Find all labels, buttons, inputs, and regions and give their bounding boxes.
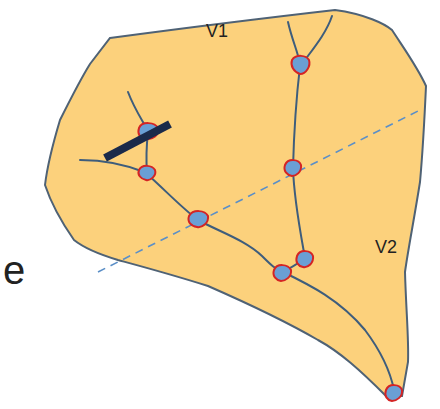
organ-outline xyxy=(45,10,426,396)
slide-text-fragment: e xyxy=(3,250,25,290)
region-label: V2 xyxy=(375,238,397,256)
vessels xyxy=(80,16,394,390)
region-label: V1 xyxy=(206,22,228,40)
region-divider xyxy=(98,110,420,272)
ligation-bar xyxy=(105,124,170,158)
vessel-nodes xyxy=(138,56,402,401)
